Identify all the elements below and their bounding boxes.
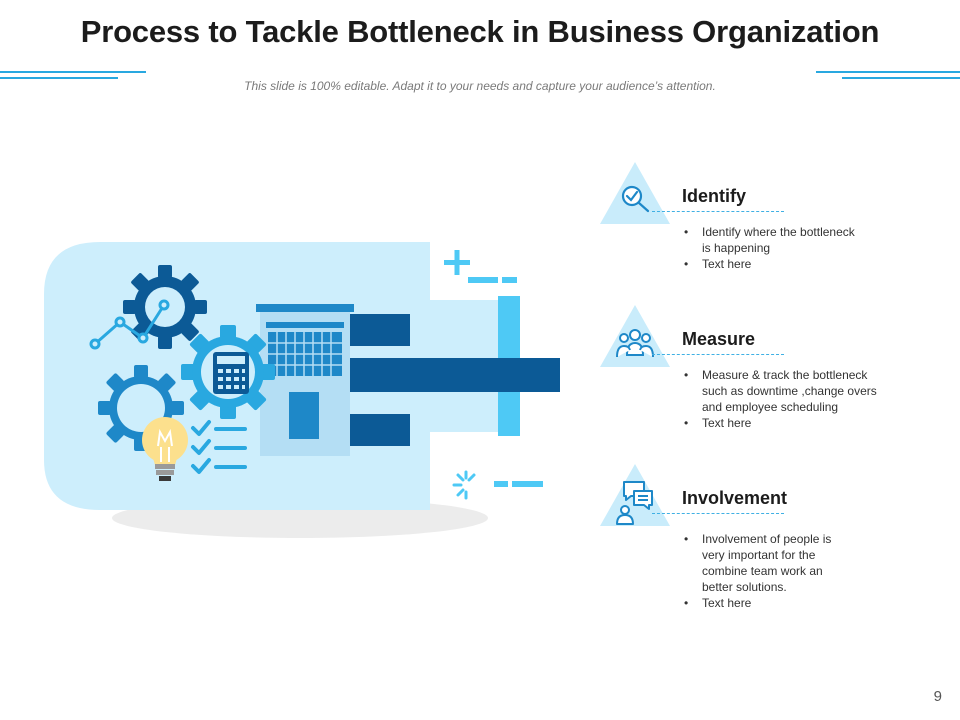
bullet-item: Text here	[684, 415, 877, 431]
title-rule-left-top	[0, 71, 146, 73]
bullet-continuation: very important for the	[702, 548, 816, 562]
title-rule-right-bottom	[842, 77, 960, 79]
bullet-item: Identify where the bottleneck	[684, 224, 855, 240]
gear-icon	[98, 365, 184, 451]
bullet-item: Measure & track the bottleneck	[684, 367, 877, 383]
step-badge-identify	[600, 162, 670, 224]
bullet-continuation: is happening	[702, 241, 771, 255]
step-heading: Identify	[682, 186, 747, 206]
slide-title: Process to Tackle Bottleneck in Business…	[80, 14, 880, 49]
step-heading: Involvement	[682, 488, 788, 508]
step-identify: Identify Identify where the bottleneck i…	[600, 162, 930, 312]
bullet-item: Involvement of people is	[684, 531, 831, 547]
bar-bottom	[348, 414, 410, 446]
bullet-continuation: such as downtime ,change overs	[702, 384, 877, 398]
minus-icon	[512, 481, 543, 487]
bar-middle	[348, 358, 560, 392]
bullet-item: Text here	[684, 256, 855, 272]
growth-line-points	[89, 299, 170, 350]
bullet-continuation: better solutions.	[702, 580, 787, 594]
plus-dash-short	[502, 277, 517, 283]
step-badge-measure	[600, 305, 670, 367]
step-involvement: Involvement Involvement of people is ver…	[600, 464, 930, 614]
step-measure: Measure Measure & track the bottleneck s…	[600, 305, 930, 455]
growth-line-icon	[93, 303, 166, 346]
bullet-item: Text here	[684, 595, 831, 611]
checklist-icon	[191, 420, 247, 474]
plus-dash-long	[468, 277, 498, 283]
sparkle-icon	[452, 470, 476, 500]
step-badge-involvement	[600, 464, 670, 526]
step-divider	[652, 513, 784, 514]
team-group-icon	[616, 329, 654, 358]
plus-icon	[444, 250, 470, 275]
minus-dash-short	[494, 481, 508, 487]
calculator-icon	[213, 352, 249, 394]
step-divider	[652, 211, 784, 212]
bullet-continuation: combine team work an	[702, 564, 823, 578]
chat-person-icon	[616, 481, 653, 525]
bullet-continuation: and employee scheduling	[702, 400, 839, 414]
step-bullets: Identify where the bottleneck is happeni…	[684, 224, 855, 272]
building-icon	[256, 304, 354, 456]
step-heading: Measure	[682, 329, 756, 349]
step-bullets: Measure & track the bottleneck such as d…	[684, 367, 877, 431]
page-number: 9	[933, 688, 942, 705]
title-rule-right-top	[816, 71, 960, 73]
title-rule-left-bottom	[0, 77, 118, 79]
bar-top	[348, 314, 410, 346]
magnifier-check-icon	[621, 185, 650, 213]
step-divider	[652, 354, 784, 355]
step-bullets: Involvement of people is very important …	[684, 531, 831, 611]
slide-subtitle: This slide is 100% editable. Adapt it to…	[244, 79, 716, 93]
lightbulb-icon	[142, 417, 188, 481]
